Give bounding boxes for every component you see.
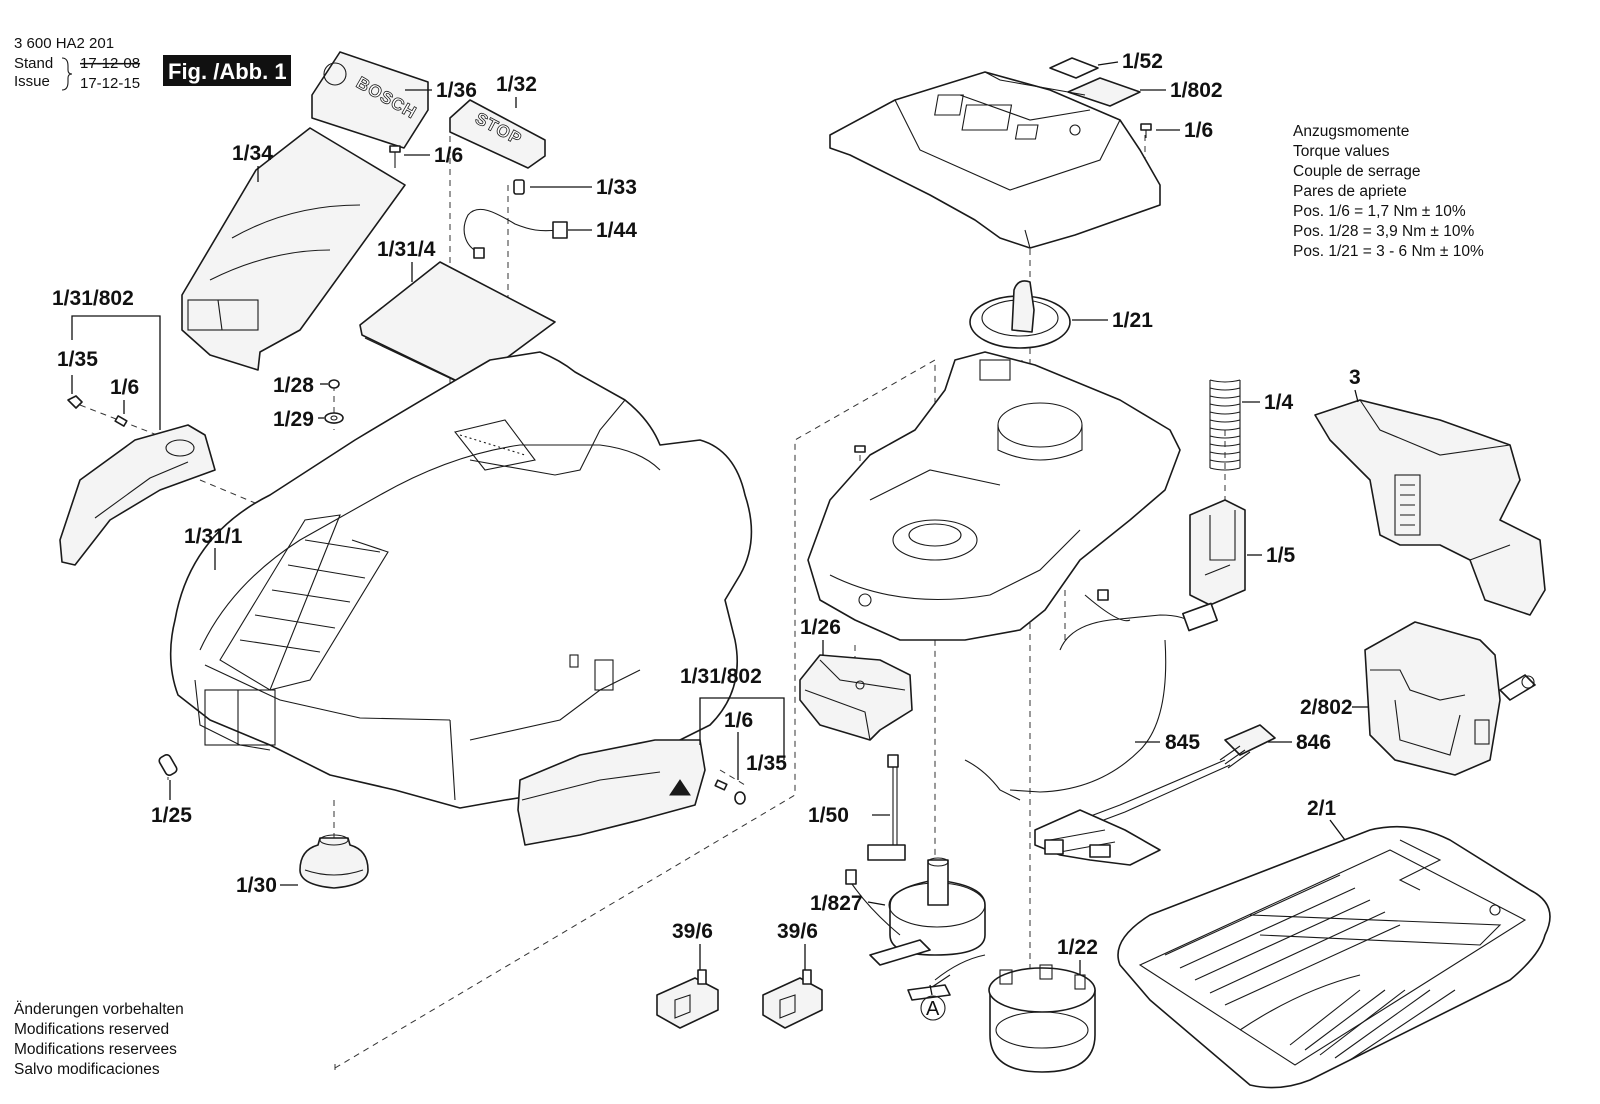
tread-pattern [1164,874,1456,1061]
grille-pattern [219,514,389,691]
screw-part [1140,123,1152,138]
footer-notes: Änderungen vorbehalten Modifications res… [14,1001,184,1078]
callout-1-34: 1/34 [232,142,273,165]
sensor-housing-part [799,654,913,741]
torque-title-de: Anzugsmomente [1293,123,1409,140]
brace-icon [61,57,73,91]
torque-values-block: Anzugsmomente Torque values Couple de se… [1293,123,1484,260]
document-header: 3 600 HA2 201 Stand Issue 17-12-08 17-12… [14,35,291,92]
callout-2-1: 2/1 [1307,797,1337,820]
callout-1-26: 1/26 [800,616,841,639]
callout-1-22: 1/22 [1057,936,1098,959]
control-panel-cover-part [829,71,1161,249]
label-sticker-part [1067,77,1141,107]
callout-1-6: 1/6 [434,144,463,167]
callout-1-36: 1/36 [436,79,477,102]
callout-1-31-4: 1/31/4 [377,238,436,261]
dowel-pin-part [158,754,178,776]
figure-label: Fig. /Abb. 1 [168,59,287,84]
screw-part [389,145,401,168]
callout-1-52: 1/52 [1122,50,1163,73]
callout-1-6: 1/6 [1184,119,1213,142]
height-adjust-knob-part [969,280,1071,349]
callout-1-28: 1/28 [273,374,314,397]
charging-contact-module-part [1364,621,1536,776]
front-cover-part [181,127,406,371]
callout-845: 845 [1165,731,1200,754]
mounting-ring-part [988,964,1096,1073]
screw-part [114,415,128,427]
sensor-strip-part [867,754,906,861]
callout-846: 846 [1296,731,1331,754]
torque-title-es: Pares de apriete [1293,183,1407,200]
callout-1-35: 1/35 [57,348,98,371]
fuse-connector-part [762,969,823,1029]
footer-line: Modifications reservees [14,1041,177,1058]
callout-1-6: 1/6 [724,709,753,732]
callout-1-50: 1/50 [808,804,849,827]
callout-1-33: 1/33 [596,176,637,199]
footer-line: Änderungen vorbehalten [14,1001,184,1018]
torque-row: Pos. 1/28 = 3,9 Nm ± 10% [1293,223,1474,240]
stop-button-part: STOP [449,99,546,169]
callout-1-30: 1/30 [236,874,277,897]
callout-39-6: 39/6 [777,920,818,943]
spring-part [1209,379,1241,471]
right-side-trim-part [517,739,706,846]
motor-assembly-part [845,857,986,1001]
figure-badge [163,55,291,86]
callout-1-31-802: 1/31/802 [680,665,762,688]
grommet-part [67,395,83,409]
callout-1-25: 1/25 [151,804,192,827]
callout-3: 3 [1349,366,1361,389]
rubber-foot-part [299,834,369,889]
pin-part [513,179,525,195]
charging-base-plate-part [1117,825,1551,1089]
callout-1-827: 1/827 [810,892,863,915]
callout-1-6: 1/6 [110,376,139,399]
fuse-connector-part [656,969,719,1029]
stand-label: Stand [14,55,53,72]
callout-1-802: 1/802 [1170,79,1223,102]
callout-1-44: 1/44 [596,219,637,242]
switch-housing-part [1189,499,1246,606]
doc-number: 3 600 HA2 201 [14,35,114,52]
footer-line: Modifications reserved [14,1021,169,1038]
grommet-part [734,791,746,805]
torque-title-en: Torque values [1293,143,1390,160]
reference-letter-a: A [926,998,940,1020]
wiring-harness-845-part [964,589,1218,801]
callout-1-32: 1/32 [496,73,537,96]
washer-part [324,412,344,424]
issue-date: 17-12-15 [80,75,140,92]
issue-label: Issue [14,73,50,90]
chassis-part [807,351,1181,641]
nut-part [328,379,340,389]
label-sticker-part [1049,57,1099,79]
screw-part [714,779,728,791]
stand-date: 17-12-08 [80,55,140,72]
torque-row: Pos. 1/6 = 1,7 Nm ± 10% [1293,203,1466,220]
footer-line: Salvo modificaciones [14,1061,160,1078]
callout-1-4: 1/4 [1264,391,1294,414]
torque-title-fr: Couple de serrage [1293,163,1421,180]
callout-1-29: 1/29 [273,408,314,431]
torque-row: Pos. 1/21 = 3 - 6 Nm ± 10% [1293,243,1484,260]
callout-1-31-1: 1/31/1 [184,525,243,548]
callout-1-31-802: 1/31/802 [52,287,134,310]
callouts: 1/36 1/32 1/34 1/6 1/33 1/44 1/31/4 1/31… [52,50,1368,975]
rear-cover-part [1314,399,1546,616]
callout-1-35: 1/35 [746,752,787,775]
bosch-badge-part: BOSCH [311,51,429,149]
reference-marker-a: A [920,984,946,1021]
left-side-trim-part [59,424,216,566]
callout-39-6: 39/6 [672,920,713,943]
wiring-harness-846-part [1034,724,1276,866]
callout-1-21: 1/21 [1112,309,1153,332]
callout-2-802: 2/802 [1300,696,1353,719]
stop-cable-part [463,208,568,259]
callout-1-5: 1/5 [1266,544,1296,567]
